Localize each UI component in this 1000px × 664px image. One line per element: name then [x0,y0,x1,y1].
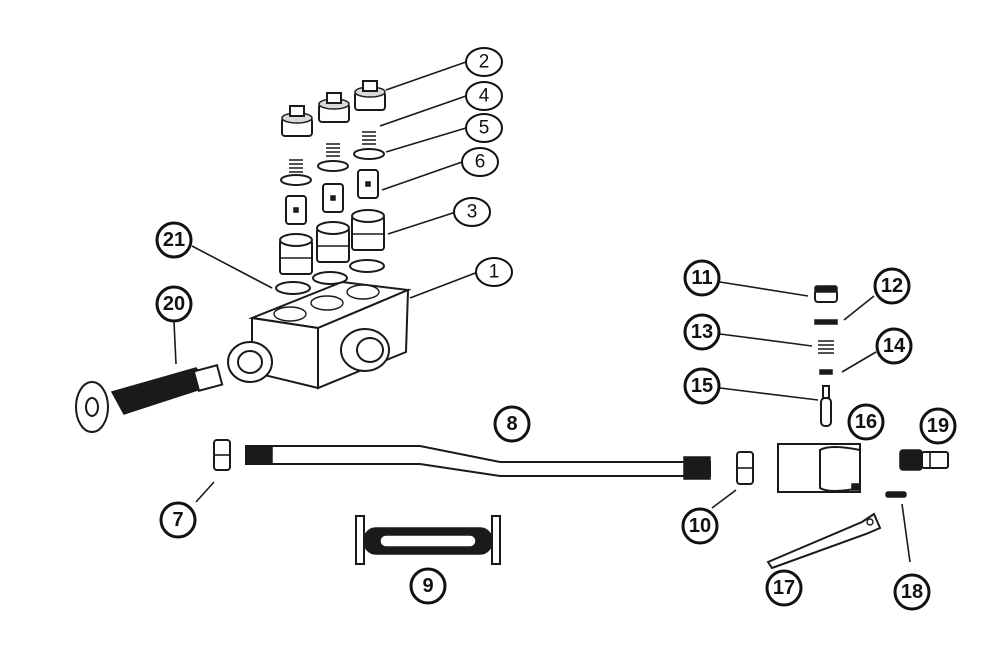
svg-text:18: 18 [901,581,923,603]
cap-small [814,285,838,303]
svg-text:17: 17 [773,577,795,599]
svg-text:3: 3 [467,202,478,223]
svg-text:14: 14 [883,335,906,357]
housing [777,443,861,493]
svg-text:6: 6 [475,152,486,173]
callout-18: 18 [893,573,931,611]
valve-seats [279,209,385,275]
callout-8: 8 [493,405,531,443]
nut-left [213,439,231,471]
callout-3: 3 [453,197,491,227]
washers [280,148,385,186]
valve-caps [281,80,386,137]
callout-16: 16 [847,403,885,441]
svg-text:2: 2 [479,52,490,73]
callout-2: 2 [465,47,503,77]
svg-text:21: 21 [163,229,185,251]
hand-grip [355,515,501,565]
callout-5: 5 [465,113,503,143]
callout-6: 6 [461,147,499,177]
callout-1: 1 [475,257,513,287]
svg-text:8: 8 [506,413,517,435]
svg-text:7: 7 [172,509,183,531]
ring-small [885,491,907,498]
svg-text:10: 10 [689,515,711,537]
tube [245,445,711,480]
callout-4: 4 [465,81,503,111]
callout-20: 20 [155,285,193,323]
svg-text:15: 15 [691,375,713,397]
svg-text:12: 12 [881,275,903,297]
svg-text:11: 11 [691,267,712,289]
quick-connector [899,449,949,471]
leader-lines [173,61,911,563]
spring-small [818,340,834,354]
callout-12: 12 [873,267,911,305]
svg-text:16: 16 [855,411,877,433]
inlet-fitting [75,364,224,433]
callout-15: 15 [683,367,721,405]
svg-text:20: 20 [163,293,185,315]
svg-text:5: 5 [479,118,490,139]
svg-text:4: 4 [479,86,490,107]
pin [820,385,832,427]
callout-19: 19 [919,407,957,445]
svg-text:1: 1 [489,262,500,283]
callout-13: 13 [683,313,721,351]
o-ring-small [814,319,838,325]
callout-9: 9 [409,567,447,605]
washer-small [819,369,833,375]
callout-14: 14 [875,327,913,365]
wrench [766,512,882,570]
callout-17: 17 [765,569,803,607]
valve-body [227,280,412,390]
o-rings [275,259,385,295]
svg-text:9: 9 [422,575,433,597]
svg-text:13: 13 [691,321,713,343]
nut-right [736,451,754,485]
svg-text:19: 19 [927,415,949,437]
callout-10: 10 [681,507,719,545]
callout-11: 11 [683,259,721,297]
springs [289,131,376,173]
callout-7: 7 [159,501,197,539]
poppets [285,169,379,225]
callout-21: 21 [155,221,193,259]
